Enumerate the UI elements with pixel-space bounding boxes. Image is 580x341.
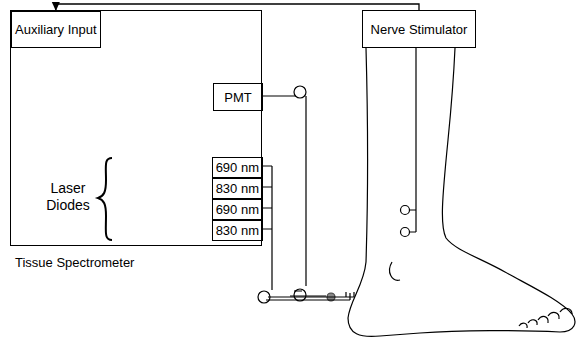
brace: [98, 158, 112, 240]
component-box: 690 nm: [212, 157, 263, 178]
fiber-loop: [258, 291, 270, 303]
box-label: Nerve Stimulator: [371, 22, 468, 37]
component-box: Auxiliary Input: [11, 11, 101, 48]
component-box: PMT: [213, 83, 263, 111]
fiber-loop: [294, 86, 306, 98]
electrode: [401, 228, 410, 237]
box-label: Auxiliary Input: [15, 22, 97, 37]
ankle-bone: [390, 262, 400, 280]
box-label: 690 nm: [216, 202, 259, 217]
component-box: 830 nm: [212, 220, 263, 241]
box-label: 830 nm: [216, 223, 259, 238]
group-label: Laser Diodes: [40, 180, 96, 214]
stimulator-lead: [410, 48, 416, 232]
box-label: PMT: [224, 90, 251, 105]
electrode: [401, 206, 410, 215]
component-box: 830 nm: [212, 178, 263, 199]
box-label: 830 nm: [216, 181, 259, 196]
fiber-loop: [294, 289, 306, 301]
source-probe: [346, 292, 354, 300]
component-box: Nerve Stimulator: [362, 10, 476, 48]
toe-lines: [519, 308, 572, 328]
instrument-title: Tissue Spectrometer: [15, 255, 134, 270]
leg-outline: [348, 48, 575, 336]
component-box: 690 nm: [212, 199, 263, 220]
box-label: 690 nm: [216, 160, 259, 175]
source-fiber: [262, 166, 350, 300]
